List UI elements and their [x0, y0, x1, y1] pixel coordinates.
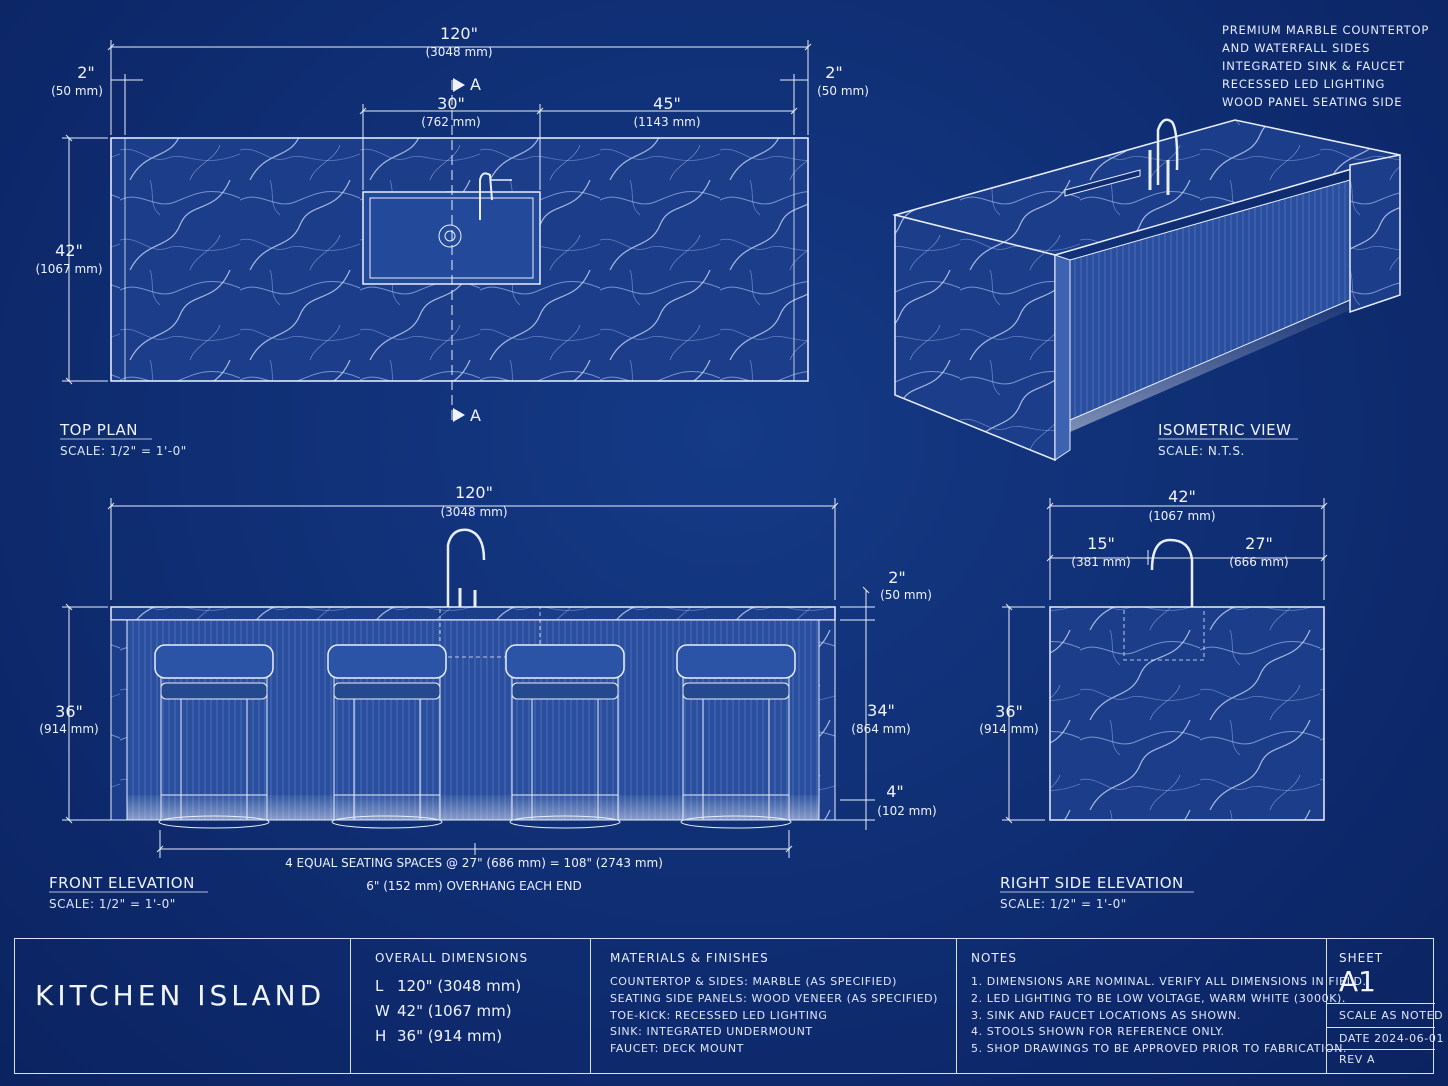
front-overall-mm: (3048 mm): [440, 505, 507, 519]
top-overall-mm: (3048 mm): [425, 45, 492, 59]
sheet-rev: REV A: [1339, 1053, 1376, 1066]
sheet-number: A1: [1339, 965, 1376, 998]
dimension-row: L 120" (3048 mm): [375, 977, 521, 995]
feature-item: PREMIUM MARBLE COUNTERTOP: [1222, 23, 1429, 37]
front-seating-dim: 4 EQUAL SEATING SPACES @ 27" (686 mm) = …: [285, 856, 663, 870]
top-sink-mm: (762 mm): [421, 115, 480, 129]
front-height-dim: 36": [55, 702, 83, 721]
top-plan-view: [62, 40, 812, 425]
note-item: 1. DIMENSIONS ARE NOMINAL. VERIFY ALL DI…: [971, 975, 1367, 988]
front-overall-dim: 120": [455, 483, 493, 502]
side-left-dim: 15": [1087, 534, 1115, 553]
dimension-row: H 36" (914 mm): [375, 1027, 502, 1045]
dimension-value: 36": [397, 1027, 428, 1045]
title-cell: KITCHEN ISLAND: [15, 939, 351, 1073]
drawing-title: KITCHEN ISLAND: [35, 979, 326, 1012]
dimension-key: L: [375, 977, 384, 995]
note-item: 3. SINK AND FAUCET LOCATIONS AS SHOWN.: [971, 1008, 1242, 1022]
stool-1: [154, 644, 274, 829]
iso-scale: SCALE: N.T.S.: [1158, 444, 1245, 458]
sheet-scale: SCALE AS NOTED: [1339, 1009, 1444, 1022]
front-panel-mm: (864 mm): [851, 722, 910, 736]
side-right-dim: 27": [1245, 534, 1273, 553]
feature-item: RECESSED LED LIGHTING: [1222, 77, 1385, 91]
front-height-mm: (914 mm): [39, 722, 98, 736]
materials-cell: MATERIALS & FINISHES COUNTERTOP & SIDES:…: [591, 939, 957, 1073]
dimensions-cell: OVERALL DIMENSIONS L 120" (3048 mm) W 42" (…: [351, 939, 591, 1073]
front-overhang-note: 6" (152 mm) OVERHANG EACH END: [366, 879, 582, 893]
sheet-header: SHEET: [1339, 951, 1384, 965]
side-overall-mm: (1067 mm): [1148, 509, 1215, 523]
dimension-mm: (1067 mm): [427, 1002, 512, 1020]
top-plan-label: TOP PLAN: [59, 421, 138, 439]
top-right-mm: (1143 mm): [633, 115, 700, 129]
top-right-gap-mm: (50 mm): [817, 84, 869, 98]
side-height-dim: 36": [995, 702, 1023, 721]
dimension-value: 120": [397, 977, 438, 995]
top-depth-mm: (1067 mm): [35, 262, 102, 276]
front-scale: SCALE: 1/2" = 1'-0": [49, 897, 176, 911]
top-right-gap: 2": [825, 63, 843, 82]
feature-item: AND WATERFALL SIDES: [1222, 41, 1370, 55]
feature-item: INTEGRATED SINK & FAUCET: [1222, 59, 1405, 73]
top-plan-scale: SCALE: 1/2" = 1'-0": [60, 444, 187, 458]
top-left-gap-mm: (50 mm): [51, 84, 103, 98]
feature-list: PREMIUM MARBLE COUNTERTOP AND WATERFALL S…: [1222, 23, 1429, 109]
front-toe-mm: (102 mm): [877, 804, 936, 818]
dimensions-header: OVERALL DIMENSIONS: [375, 951, 529, 965]
dimension-mm: (914 mm): [427, 1027, 503, 1045]
front-elevation-view: [62, 498, 875, 858]
front-toe-dim: 4": [886, 782, 904, 801]
dimension-row: W 42" (1067 mm): [375, 1002, 512, 1020]
side-scale: SCALE: 1/2" = 1'-0": [1000, 897, 1127, 911]
materials-header: MATERIALS & FINISHES: [610, 951, 769, 965]
side-left-mm: (381 mm): [1071, 555, 1130, 569]
stool-4: [676, 644, 796, 829]
top-left-gap: 2": [77, 63, 95, 82]
section-marker-bottom: A: [470, 406, 481, 425]
front-top-mm: (50 mm): [880, 588, 932, 602]
section-marker-top: A: [470, 75, 481, 94]
iso-label: ISOMETRIC VIEW: [1158, 421, 1291, 439]
side-height-mm: (914 mm): [979, 722, 1038, 736]
top-overall-dim: 120": [440, 24, 478, 43]
dimension-mm: (3048 mm): [437, 977, 522, 995]
note-item: 2. LED LIGHTING TO BE LOW VOLTAGE, WARM …: [971, 991, 1346, 1005]
dimension-key: H: [375, 1027, 387, 1045]
front-label: FRONT ELEVATION: [49, 874, 195, 892]
isometric-view: [892, 118, 1401, 462]
notes-cell: NOTES 1. DIMENSIONS ARE NOMINAL. VERIFY …: [957, 939, 1366, 1073]
stool-3: [505, 644, 625, 829]
front-panel-dim: 34": [867, 701, 895, 720]
feature-item: WOOD PANEL SEATING SIDE: [1222, 95, 1402, 109]
title-block: KITCHEN ISLAND OVERALL DIMENSIONS L 120" …: [14, 938, 1443, 1074]
top-sink-dim: 30": [437, 94, 465, 113]
material-item: FAUCET: DECK MOUNT: [610, 1042, 744, 1056]
right-side-elevation-view: [1002, 498, 1328, 824]
note-item: 4. STOOLS SHOWN FOR REFERENCE ONLY.: [971, 1025, 1225, 1039]
sheet-date: DATE 2024-06-01: [1339, 1032, 1445, 1045]
side-right-mm: (666 mm): [1229, 555, 1288, 569]
top-depth-dim: 42": [55, 241, 83, 260]
material-item: COUNTERTOP & SIDES: MARBLE (AS SPECIFIED…: [610, 975, 897, 988]
note-item: 5. SHOP DRAWINGS TO BE APPROVED PRIOR TO…: [971, 1042, 1348, 1056]
material-item: SINK: INTEGRATED UNDERMOUNT: [610, 1025, 813, 1039]
dimension-value: 42": [397, 1002, 428, 1020]
front-top-dim: 2": [888, 568, 906, 587]
stool-2: [327, 644, 447, 829]
sheet-cell: SHEET A1 SCALE AS NOTED DATE 2024-06-01 …: [1327, 939, 1443, 1073]
side-overall-dim: 42": [1168, 487, 1196, 506]
material-item: SEATING SIDE PANELS: WOOD VENEER (AS SPE…: [610, 991, 939, 1005]
dimension-key: W: [375, 1002, 390, 1020]
top-right-dim: 45": [653, 94, 681, 113]
side-label: RIGHT SIDE ELEVATION: [1000, 874, 1184, 892]
notes-header: NOTES: [971, 951, 1017, 965]
material-item: TOE-KICK: RECESSED LED LIGHTING: [610, 1008, 828, 1022]
